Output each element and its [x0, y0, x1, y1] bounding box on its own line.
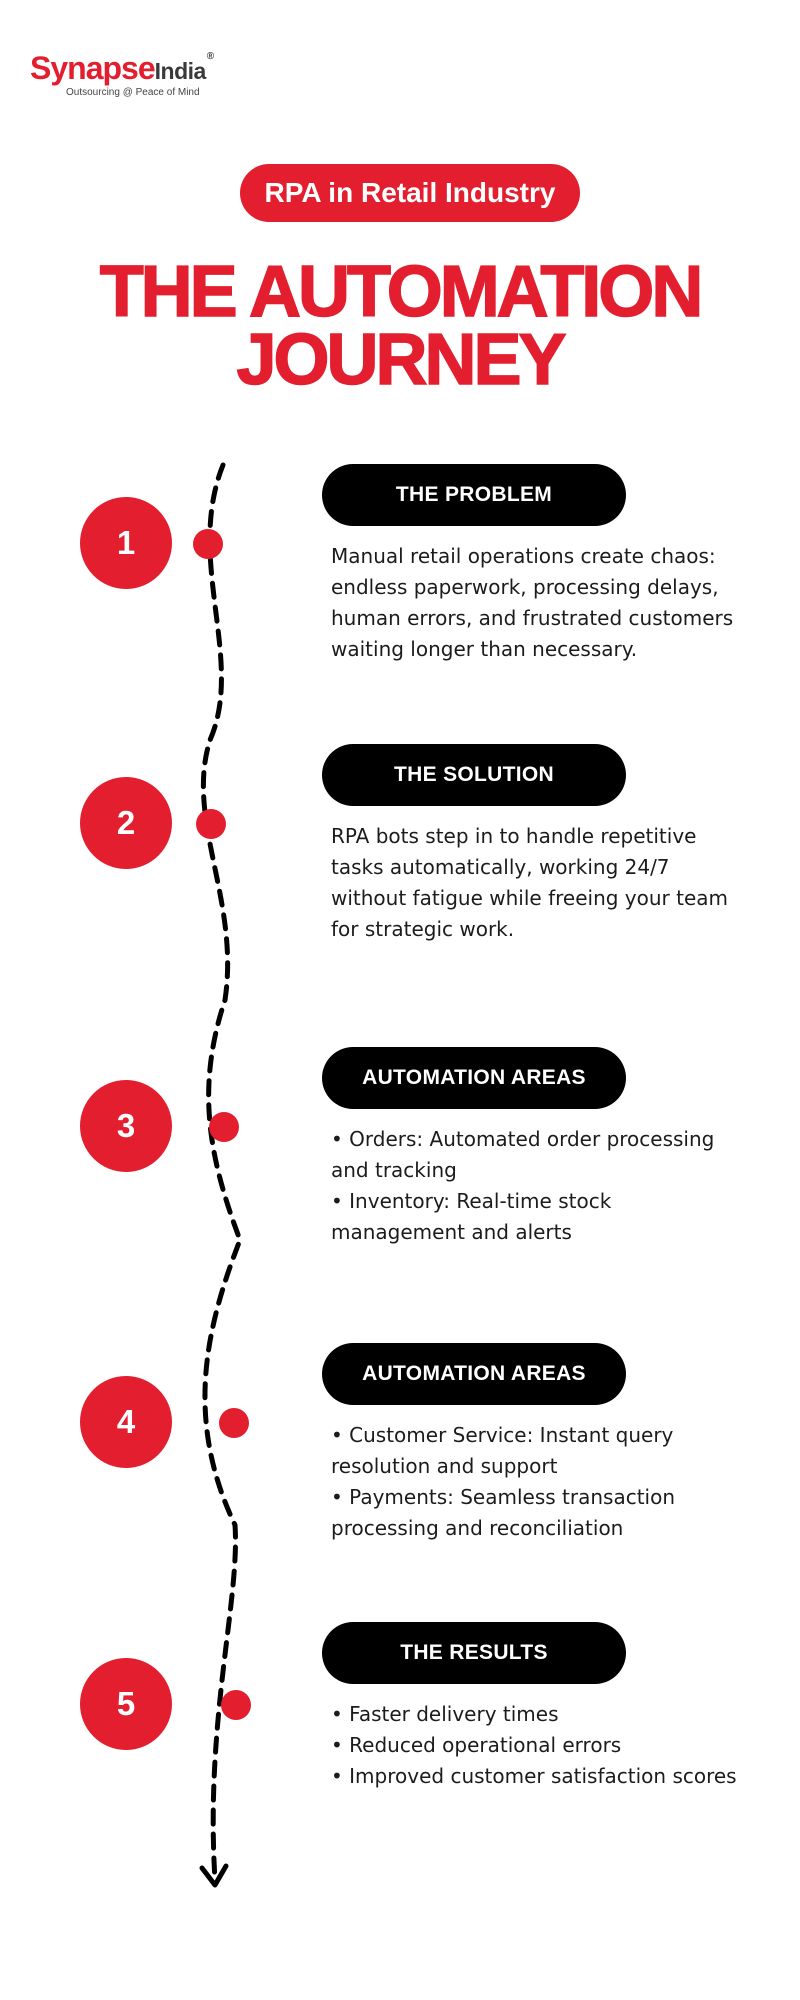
- step-heading-2: THE SOLUTION: [322, 744, 626, 806]
- step-description-1: Manual retail operations create chaos: e…: [331, 544, 734, 661]
- brand-name-india: India: [154, 58, 207, 84]
- registered-mark: ®: [206, 51, 214, 62]
- topic-badge: RPA in Retail Industry: [240, 164, 580, 222]
- page-title-line-1: THE AUTOMATION: [99, 252, 704, 332]
- arrow-head-icon: [199, 1863, 229, 1888]
- brand-logo: SynapseIndia® Outsourcing @ Peace of Min…: [30, 50, 214, 99]
- step-bullets-5: Faster delivery times Reduced operationa…: [331, 1699, 751, 1792]
- list-item: Orders: Automated order processing and t…: [331, 1124, 751, 1186]
- path-dot-1: [193, 529, 223, 559]
- brand-tagline: Outsourcing @ Peace of Mind: [66, 87, 200, 98]
- list-item: Payments: Seamless transaction processin…: [331, 1482, 751, 1544]
- step-heading-1: THE PROBLEM: [322, 464, 626, 526]
- step-description-2: RPA bots step in to handle repetitive ta…: [331, 824, 729, 941]
- step-number-4: 4: [80, 1376, 172, 1468]
- list-item: Customer Service: Instant query resoluti…: [331, 1420, 751, 1482]
- step-heading-3: AUTOMATION AREAS: [322, 1047, 626, 1109]
- step-number-5: 5: [80, 1658, 172, 1750]
- list-item: Inventory: Real-time stock management an…: [331, 1186, 751, 1248]
- step-bullets-4: Customer Service: Instant query resoluti…: [331, 1420, 751, 1544]
- step-number-2: 2: [80, 777, 172, 869]
- step-heading-4: AUTOMATION AREAS: [322, 1343, 626, 1405]
- path-dot-2: [196, 809, 226, 839]
- step-heading-5: THE RESULTS: [322, 1622, 626, 1684]
- list-item: Reduced operational errors: [331, 1730, 751, 1761]
- path-dot-5: [221, 1690, 251, 1720]
- step-bullets-3: Orders: Automated order processing and t…: [331, 1124, 751, 1248]
- page-title-line-2: JOURNEY: [236, 320, 568, 400]
- list-item: Faster delivery times: [331, 1699, 751, 1730]
- dashed-journey-line: [200, 462, 243, 1883]
- brand-wordmark: SynapseIndia®: [30, 50, 214, 86]
- list-item: Improved customer satisfaction scores: [331, 1761, 751, 1792]
- brand-name-synapse: Synapse: [30, 50, 156, 86]
- step-number-3: 3: [80, 1080, 172, 1172]
- path-dot-4: [219, 1408, 249, 1438]
- path-dot-3: [209, 1112, 239, 1142]
- step-number-1: 1: [80, 497, 172, 589]
